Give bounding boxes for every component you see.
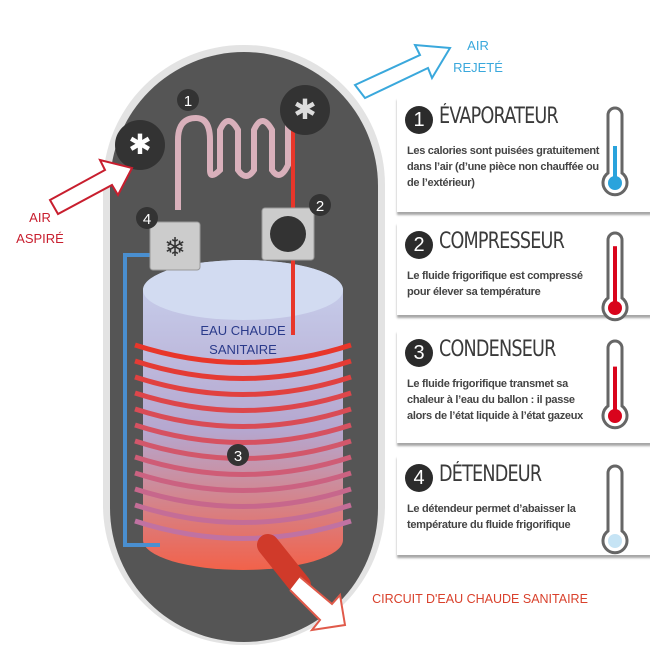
water-label-1: EAU CHAUDE bbox=[200, 323, 286, 338]
step-card-2: 2 COMPRESSEUR Le fluide frigorifique est… bbox=[397, 222, 650, 322]
circuit-label: CIRCUIT D'EAU CHAUDE SANITAIRE bbox=[372, 592, 588, 606]
step-title: COMPRESSEUR bbox=[439, 229, 565, 254]
coil-turn bbox=[134, 406, 352, 429]
thermometer-icon bbox=[601, 231, 629, 322]
expansion-valve bbox=[149, 221, 201, 271]
step-description: Le fluide frigorifique est compressé pou… bbox=[407, 270, 583, 298]
air-in-label-2: ASPIRÉ bbox=[16, 231, 64, 246]
step-number: 2 bbox=[405, 231, 433, 259]
marker-1: 1 bbox=[177, 89, 199, 111]
thermometer-icon bbox=[601, 106, 629, 197]
svg-text:2: 2 bbox=[316, 198, 324, 215]
svg-text:1: 1 bbox=[184, 93, 192, 110]
air-out-arrow-icon bbox=[353, 43, 452, 100]
thermometer-icon bbox=[601, 464, 629, 555]
coil-turn bbox=[134, 518, 352, 541]
coil-turn bbox=[134, 374, 352, 397]
condenser-coils bbox=[134, 342, 352, 541]
water-volume bbox=[143, 260, 343, 570]
step-title: ÉVAPORATEUR bbox=[439, 104, 559, 129]
step-description: Le fluide frigorifique transmet sa chale… bbox=[407, 378, 583, 422]
marker-4: 4 bbox=[136, 207, 158, 229]
coil-turn bbox=[134, 502, 352, 525]
step-number: 1 bbox=[405, 106, 433, 134]
svg-text:4: 4 bbox=[143, 211, 151, 228]
cold-pipe bbox=[123, 253, 160, 547]
evaporator-pipe bbox=[175, 100, 291, 210]
fan-exhaust-icon bbox=[280, 85, 330, 135]
air-out-label-1: AIR bbox=[467, 38, 489, 53]
coil-turn bbox=[134, 470, 352, 493]
marker-2: 2 bbox=[309, 194, 331, 216]
step-title: CONDENSEUR bbox=[439, 337, 556, 362]
air-in-arrow-icon bbox=[48, 158, 134, 216]
step-card-3: 3 CONDENSEUR Le fluide frigorifique tran… bbox=[397, 330, 650, 443]
snowflake-icon: ❄ bbox=[164, 232, 186, 262]
compressor-fan-icon bbox=[270, 216, 306, 252]
thermometer-icon bbox=[601, 339, 629, 430]
coil-turn bbox=[134, 422, 352, 445]
svg-text:3: 3 bbox=[234, 448, 242, 465]
air-in-label-1: AIR bbox=[29, 210, 51, 225]
step-title: DÉTENDEUR bbox=[439, 462, 542, 487]
step-card-4: 4 DÉTENDEUR Le détendeur permet d’abaiss… bbox=[397, 455, 650, 555]
coil-turn bbox=[134, 390, 352, 413]
step-card-1: 1 ÉVAPORATEUR Les calories sont puisées … bbox=[397, 97, 650, 212]
step-number: 3 bbox=[405, 339, 433, 367]
marker-3: 3 bbox=[227, 444, 249, 466]
coil-turn bbox=[134, 358, 352, 381]
outlet-arrow-icon bbox=[289, 576, 347, 632]
coil-turn bbox=[134, 486, 352, 509]
step-description: Les calories sont puisées gratuitement d… bbox=[407, 145, 600, 189]
coil-turn bbox=[134, 454, 352, 477]
coil-turn bbox=[134, 342, 352, 365]
outlet-pipe bbox=[257, 534, 311, 596]
water-label-2: SANITAIRE bbox=[209, 342, 277, 357]
fan-intake-icon bbox=[115, 120, 165, 170]
svg-text:✱: ✱ bbox=[293, 94, 316, 125]
svg-text:✱: ✱ bbox=[128, 129, 151, 160]
step-number: 4 bbox=[405, 464, 433, 492]
step-description: Le détendeur permet d’abaisser la tempér… bbox=[407, 503, 576, 531]
air-out-label-2: REJETÉ bbox=[453, 60, 503, 75]
